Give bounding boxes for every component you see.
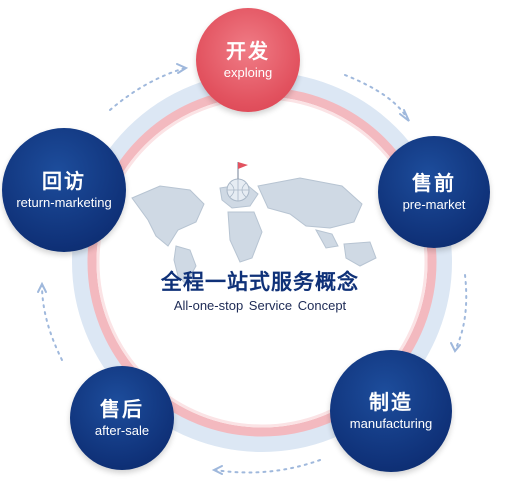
flag — [238, 162, 248, 169]
map-north-america — [131, 185, 205, 247]
map-australia — [343, 241, 377, 267]
arrowhead-return — [37, 281, 47, 293]
arrowhead-premarket — [399, 109, 410, 122]
node-return-marketing-zh: 回访 — [42, 169, 86, 193]
map-southeast-asia — [315, 229, 339, 249]
node-after-sale-en: after-sale — [94, 423, 150, 438]
node-pre-market-en: pre-market — [402, 197, 466, 212]
node-manufacturing-zh: 制造 — [369, 390, 413, 414]
node-return-marketing: 回访 return-marketing — [2, 128, 126, 252]
map-asia — [257, 177, 363, 229]
concept-title: 全程一站式服务概念 — [161, 270, 359, 294]
node-manufacturing: 制造 manufacturing — [330, 350, 452, 472]
arrowhead-aftersale — [211, 465, 223, 475]
arrow-premarket-to-manufacturing — [454, 274, 468, 351]
node-exploring-en: exploing — [223, 65, 273, 80]
node-pre-market: 售前 pre-market — [378, 136, 490, 248]
node-after-sale-zh: 售后 — [100, 397, 144, 421]
node-after-sale: 售后 after-sale — [70, 366, 174, 470]
node-manufacturing-en: manufacturing — [349, 416, 433, 431]
globe-flag-icon — [226, 162, 250, 202]
node-pre-market-zh: 售前 — [412, 171, 456, 195]
node-exploring-zh: 开发 — [226, 39, 270, 63]
arrow-return-to-exploring — [109, 67, 186, 111]
map-africa — [227, 211, 263, 263]
arrowhead-exploring — [176, 63, 189, 74]
arrow-exploring-to-premarket — [344, 74, 409, 121]
node-return-marketing-en: return-marketing — [16, 195, 112, 210]
arrowhead-manufacturing — [450, 342, 461, 353]
map-south-america — [173, 245, 197, 285]
arrow-aftersale-to-return — [41, 284, 63, 361]
flow-arrows — [41, 67, 468, 474]
arrow-manufacturing-to-aftersale — [214, 459, 321, 474]
arrow-heads — [37, 63, 461, 475]
node-exploring: 开发 exploing — [196, 8, 300, 112]
concept-subtitle: All-one-stop Service Concept — [173, 298, 347, 313]
